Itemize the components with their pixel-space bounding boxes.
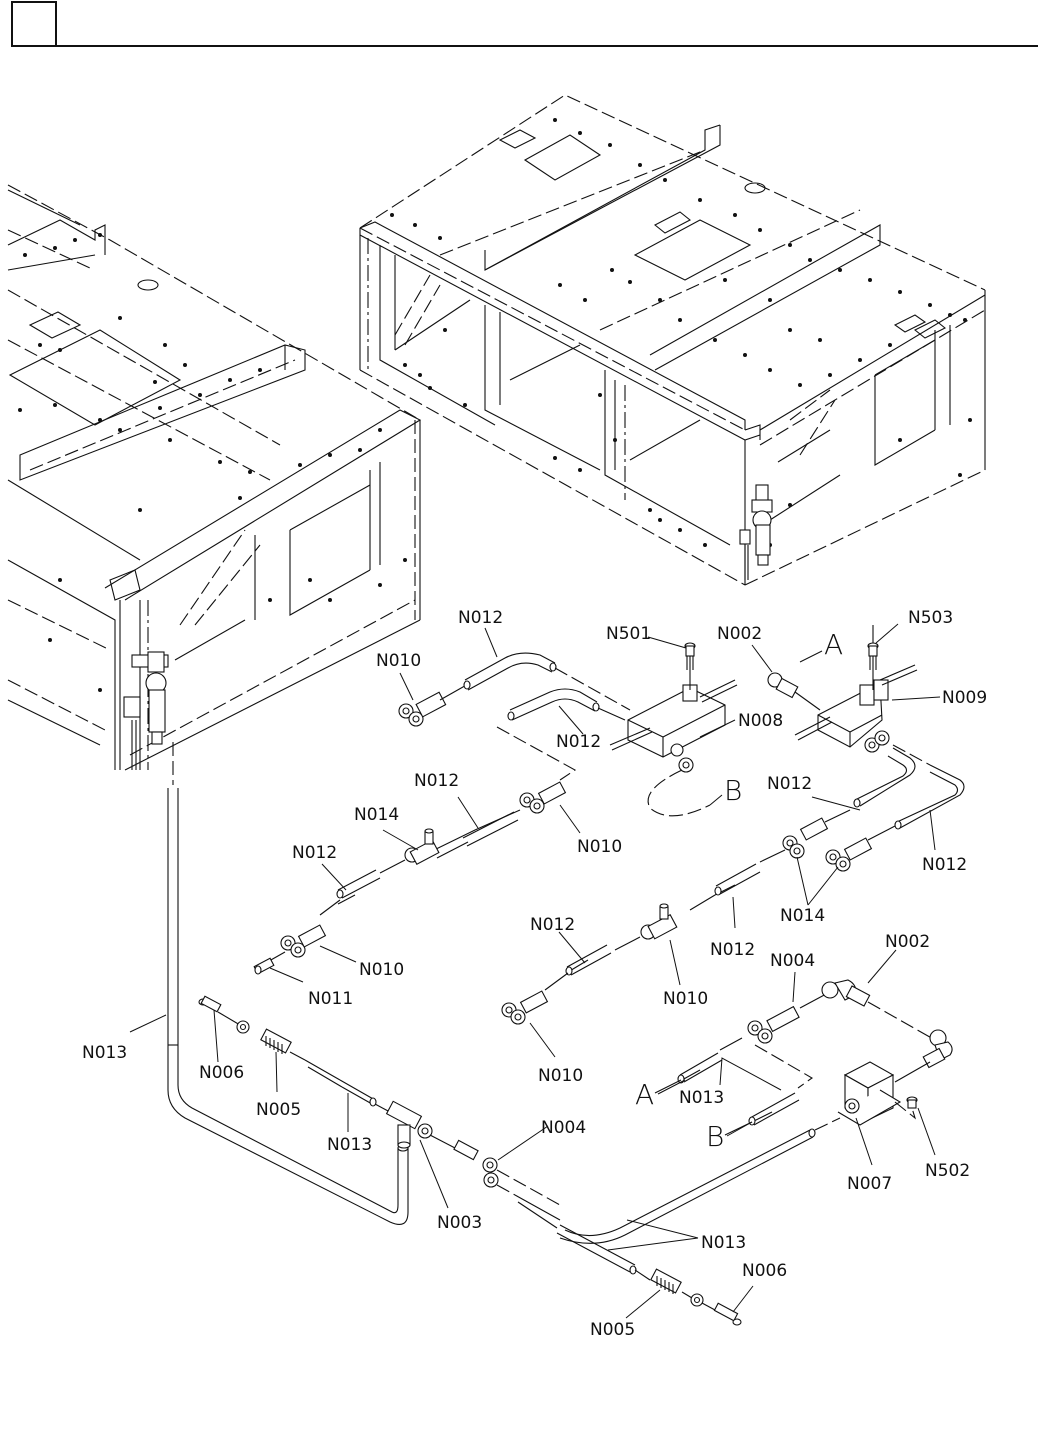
flow-control-n014-a bbox=[404, 828, 440, 866]
y-fitting-n004-a bbox=[747, 1005, 800, 1044]
part-label: N013 bbox=[82, 1043, 127, 1063]
part-label: N012 bbox=[414, 771, 459, 791]
part-label: N011 bbox=[308, 989, 353, 1009]
part-label: N013 bbox=[327, 1135, 372, 1155]
part-label: N012 bbox=[530, 915, 575, 935]
screw-n503 bbox=[867, 642, 879, 670]
part-label: N012 bbox=[458, 608, 503, 628]
plug-n011 bbox=[253, 957, 275, 975]
right-frame-assembly bbox=[359, 94, 986, 586]
solenoid-valve-n008 bbox=[609, 642, 738, 817]
part-label: N012 bbox=[556, 732, 601, 752]
flow-control-n014-b bbox=[640, 903, 678, 940]
part-label: N013 bbox=[701, 1233, 746, 1253]
elbow-n002-b bbox=[922, 1029, 953, 1069]
elbow-n002-top bbox=[767, 672, 799, 699]
frl-unit-left bbox=[123, 651, 169, 770]
part-label: N005 bbox=[590, 1320, 635, 1340]
y-connector-n010-d bbox=[782, 817, 829, 859]
pressure-switch-n007 bbox=[837, 1061, 902, 1126]
part-label: N502 bbox=[925, 1161, 970, 1181]
part-label: N010 bbox=[577, 837, 622, 857]
y-connector-n010-b bbox=[519, 781, 567, 814]
screw-n502 bbox=[906, 1096, 918, 1109]
leader-lines bbox=[129, 623, 941, 1319]
connection-marker-a: A bbox=[824, 628, 843, 661]
part-label: N010 bbox=[359, 960, 404, 980]
header-rule bbox=[57, 45, 1038, 47]
solenoid-valve-n009 bbox=[767, 625, 965, 830]
pressure-switch-run bbox=[559, 979, 953, 1244]
part-labels: N012 N010 N501 N002 A N503 N009 N012 N00… bbox=[82, 608, 987, 1340]
y-connector-n010-e bbox=[825, 837, 873, 872]
part-label: N013 bbox=[679, 1088, 724, 1108]
y-connector-n010-c bbox=[280, 924, 327, 958]
left-frame-assembly bbox=[7, 184, 422, 771]
part-label: N002 bbox=[717, 624, 762, 644]
part-label: N008 bbox=[738, 711, 783, 731]
mounting-holes bbox=[390, 118, 972, 547]
header-box bbox=[11, 1, 57, 47]
part-label: N012 bbox=[292, 843, 337, 863]
y-connector-n010-a bbox=[398, 691, 447, 727]
part-label: N009 bbox=[942, 688, 987, 708]
part-label: N006 bbox=[199, 1063, 244, 1083]
part-label: N010 bbox=[538, 1066, 583, 1086]
middle-right-tube-run bbox=[501, 809, 896, 1025]
part-label: N501 bbox=[606, 624, 651, 644]
part-label: N014 bbox=[780, 906, 825, 926]
part-label: N010 bbox=[663, 989, 708, 1009]
y-connector-n010-f bbox=[501, 990, 549, 1025]
part-label: N014 bbox=[354, 805, 399, 825]
part-label: N002 bbox=[885, 932, 930, 952]
plug-n006-b bbox=[713, 1302, 742, 1326]
frl-unit-right bbox=[739, 484, 773, 580]
plug-n006-a bbox=[198, 995, 222, 1013]
part-label: N004 bbox=[541, 1118, 586, 1138]
connection-marker-b: B bbox=[724, 774, 742, 807]
part-label: N004 bbox=[770, 951, 815, 971]
part-label: N007 bbox=[847, 1174, 892, 1194]
middle-left-tube-run bbox=[253, 781, 567, 975]
part-label: N012 bbox=[710, 940, 755, 960]
elbow-n002-a bbox=[821, 979, 871, 1007]
part-label: N012 bbox=[767, 774, 812, 794]
part-label: N010 bbox=[376, 651, 421, 671]
part-label: N503 bbox=[908, 608, 953, 628]
lower-tube-run bbox=[198, 995, 742, 1326]
bulkhead-n005-b bbox=[650, 1268, 682, 1294]
mounting-holes-left bbox=[18, 233, 407, 692]
y-fitting-n004-b bbox=[453, 1139, 499, 1188]
part-label: N006 bbox=[742, 1261, 787, 1281]
connection-marker-b: B bbox=[706, 1120, 724, 1153]
connection-marker-a: A bbox=[635, 1078, 654, 1111]
bulkhead-n005-a bbox=[260, 1028, 292, 1054]
part-label: N005 bbox=[256, 1100, 301, 1120]
upper-tube-run bbox=[398, 652, 631, 781]
tee-n003 bbox=[385, 1100, 433, 1149]
screw-n501 bbox=[684, 642, 696, 670]
part-label: N012 bbox=[922, 855, 967, 875]
part-label: N003 bbox=[437, 1213, 482, 1233]
